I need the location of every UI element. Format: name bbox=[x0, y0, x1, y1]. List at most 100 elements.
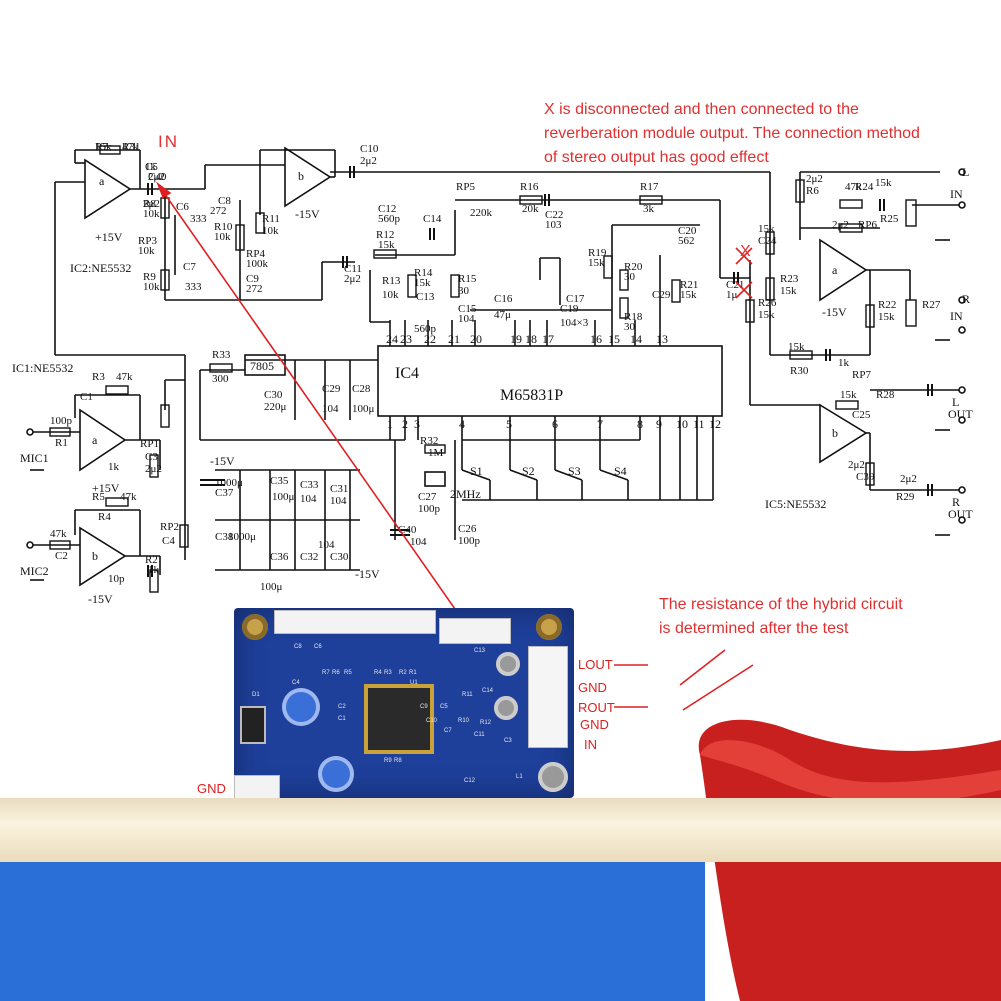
component-label: 220μ bbox=[264, 401, 287, 413]
component-label: 2μ2 bbox=[344, 273, 361, 285]
component-label: 100p bbox=[50, 415, 73, 427]
component-label: 104 bbox=[318, 539, 335, 551]
silk-label: C1 bbox=[338, 716, 346, 722]
component-label: R2 bbox=[145, 554, 158, 566]
component-label: R5 bbox=[92, 491, 105, 503]
component-label: 104 bbox=[300, 493, 317, 505]
silk-label: R11 bbox=[462, 692, 473, 698]
component-label: 47μ bbox=[494, 309, 511, 321]
component-label: C19 bbox=[560, 303, 579, 315]
component-label: 100p bbox=[458, 535, 481, 547]
component-label: R19 bbox=[588, 247, 607, 259]
capacitor bbox=[496, 652, 520, 676]
component-label: 562 bbox=[678, 235, 695, 247]
pin-number: 1 bbox=[387, 417, 393, 431]
mic-label: MIC2 bbox=[20, 564, 49, 578]
component-label: 333 bbox=[185, 281, 202, 293]
io-label: OUT bbox=[948, 407, 973, 421]
component-label: 100p bbox=[418, 503, 441, 515]
silk-label: U1 bbox=[410, 680, 418, 686]
pin-number: 10 bbox=[676, 417, 688, 431]
opamp-unit: b bbox=[92, 549, 98, 563]
x-marker: X bbox=[740, 243, 751, 260]
pin-number: 7 bbox=[597, 417, 603, 431]
top-connector bbox=[274, 610, 436, 634]
rail-label: +15V bbox=[95, 230, 123, 244]
component-label: C36 bbox=[270, 551, 289, 563]
pin-number: 19 bbox=[510, 332, 522, 346]
component-label: C20 bbox=[678, 225, 697, 237]
component-label: 15k bbox=[878, 311, 895, 323]
io-label: L bbox=[952, 395, 959, 409]
component-label: 2μ2 bbox=[148, 171, 165, 183]
pin-number: 4 bbox=[459, 417, 465, 431]
silk-label: R5 bbox=[344, 670, 352, 676]
pin-number: 23 bbox=[400, 332, 412, 346]
resistance-note: The resistance of the hybrid circuit is … bbox=[659, 593, 979, 641]
component-label: C28 bbox=[352, 383, 371, 395]
switch-label: S1 bbox=[470, 464, 483, 478]
component-label: 15k bbox=[680, 289, 697, 301]
component-label: 272 bbox=[246, 283, 263, 295]
component-label: 560p bbox=[378, 213, 401, 225]
gnd-label: GND bbox=[197, 781, 226, 796]
io-label: IN bbox=[950, 187, 963, 201]
ic1-label: IC1:NE5532 bbox=[12, 361, 73, 375]
component-label: 15k bbox=[875, 177, 892, 189]
pin-label-rout: ROUT bbox=[578, 700, 615, 715]
component-label: C17 bbox=[566, 293, 585, 305]
component-label: 220k bbox=[470, 207, 493, 219]
component-label: R8 bbox=[143, 198, 156, 210]
component-label: C30 bbox=[330, 551, 349, 563]
component-label: 10k bbox=[382, 289, 399, 301]
component-label: 10k bbox=[138, 245, 155, 257]
ic4-body bbox=[377, 345, 723, 417]
silk-label: C5 bbox=[440, 704, 448, 710]
blue-bar bbox=[0, 862, 705, 1001]
note-line: is determined after the test bbox=[659, 620, 849, 637]
regulator-label: 7805 bbox=[250, 359, 274, 373]
pin-label-in: IN bbox=[584, 737, 597, 752]
silk-label: R9 bbox=[384, 758, 392, 764]
opamp-unit: a bbox=[92, 433, 98, 447]
component-label: 2μ2 bbox=[848, 459, 865, 471]
mic-label: MIC1 bbox=[20, 451, 49, 465]
rail-label: -15V bbox=[88, 592, 113, 606]
ic5a-opamp bbox=[819, 238, 868, 302]
note-line: The resistance of the hybrid circuit bbox=[659, 596, 903, 613]
ic4-label: IC4 bbox=[395, 365, 419, 382]
pin-number: 3 bbox=[414, 417, 420, 431]
component-label: 2μ2 bbox=[143, 198, 160, 210]
ic5b-opamp bbox=[819, 403, 868, 464]
component-label: R29 bbox=[896, 491, 915, 503]
component-label: C6 bbox=[176, 201, 189, 213]
component-label: R15 bbox=[458, 273, 477, 285]
component-label: 2μ2 bbox=[832, 219, 849, 231]
component-label: R22 bbox=[878, 299, 896, 311]
component-label: RP7 bbox=[852, 369, 871, 381]
component-label: C22 bbox=[545, 209, 563, 221]
component-label: 103 bbox=[545, 219, 562, 231]
component-label: 47k bbox=[122, 141, 139, 153]
mount-hole bbox=[536, 614, 562, 640]
pin-number: 18 bbox=[525, 332, 537, 346]
component-label: 2μ2 bbox=[145, 463, 162, 475]
silk-label: R7 bbox=[322, 670, 330, 676]
component-label: 30 bbox=[624, 271, 636, 283]
component-label: C5 bbox=[145, 161, 158, 173]
component-label: 10k bbox=[262, 225, 279, 237]
component-label: 1k bbox=[838, 357, 850, 369]
component-label: R16 bbox=[520, 181, 539, 193]
component-label: 30 bbox=[458, 285, 470, 297]
component-label: 1μ bbox=[726, 289, 738, 301]
silk-label: R6 bbox=[332, 670, 340, 676]
component-label: 104 bbox=[330, 495, 347, 507]
note-line: reverberation module output. The connect… bbox=[544, 125, 920, 142]
pin-number: 14 bbox=[630, 332, 642, 346]
component-label: RP4 bbox=[246, 248, 265, 260]
pin-number: 17 bbox=[542, 332, 554, 346]
